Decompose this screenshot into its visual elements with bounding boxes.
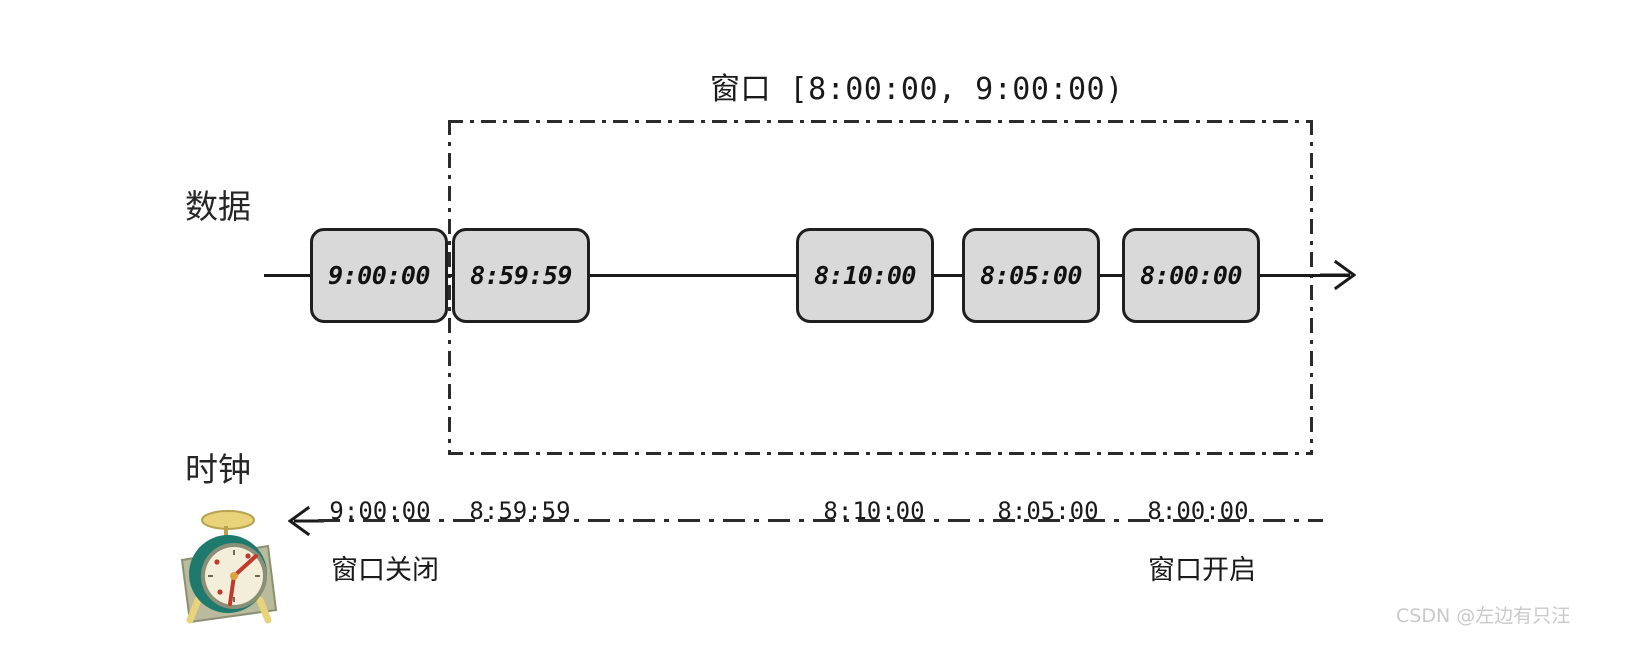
- window-close-annotation: 窗口关闭: [331, 555, 439, 586]
- data-box: 8:10:00: [796, 228, 934, 323]
- timeline-tick-label: 8:00:00: [1147, 497, 1249, 525]
- watermark: CSDN @左边有只汪: [1396, 605, 1571, 627]
- alarm-clock-icon: [180, 510, 278, 624]
- data-box: 8:05:00: [962, 228, 1100, 323]
- timeline-tick-label: 8:05:00: [997, 497, 1099, 525]
- clock-timeline-line: [318, 519, 1323, 522]
- timeline-tick-label: 8:10:00: [823, 497, 925, 525]
- window-open-annotation: 窗口开启: [1148, 555, 1256, 586]
- clock-row-label: 时钟: [185, 450, 251, 489]
- data-row-label: 数据: [185, 187, 251, 226]
- window-range-title: 窗口 [8:00:00, 9:00:00): [710, 72, 1124, 107]
- timeline-tick-label: 8:59:59: [469, 497, 571, 525]
- timeline-tick-label: 9:00:00: [329, 497, 431, 525]
- data-box: 8:59:59: [452, 228, 590, 323]
- arrow-right-icon: [1320, 259, 1356, 291]
- data-box: 9:00:00: [310, 228, 448, 323]
- data-box: 8:00:00: [1122, 228, 1260, 323]
